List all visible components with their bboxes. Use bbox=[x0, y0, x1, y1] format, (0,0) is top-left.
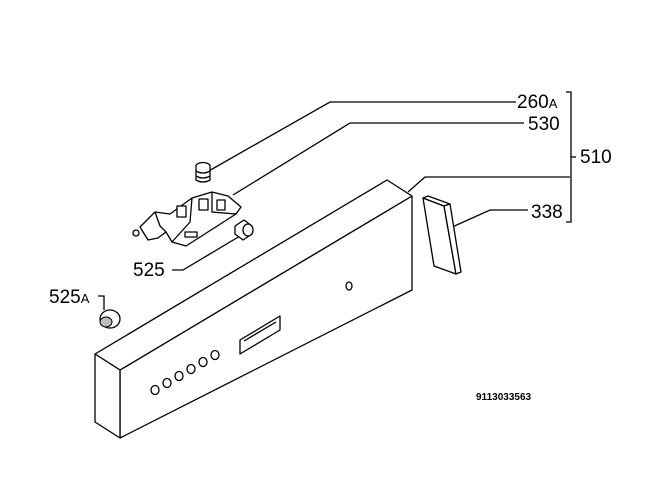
brace-510 bbox=[566, 91, 576, 223]
drawing-code: 9113033563 bbox=[476, 392, 532, 403]
part-338-end-cap bbox=[422, 195, 462, 275]
label-338: 338 bbox=[531, 202, 563, 223]
leader-lines bbox=[98, 101, 570, 310]
part-530-bracket bbox=[132, 191, 242, 247]
part-260a-spring bbox=[195, 161, 211, 183]
leader-338 bbox=[449, 209, 528, 229]
leader-260a bbox=[206, 101, 516, 173]
label-260a: 260A bbox=[517, 92, 558, 113]
leader-525a bbox=[98, 295, 105, 310]
panel-end-face bbox=[94, 353, 121, 439]
label-510: 510 bbox=[580, 147, 612, 168]
leader-525 bbox=[172, 235, 241, 271]
part-525-knob bbox=[234, 219, 254, 241]
label-525a: 525A bbox=[49, 287, 90, 308]
panel-buttons bbox=[150, 349, 220, 396]
leader-530 bbox=[232, 122, 524, 196]
control-panel bbox=[94, 179, 413, 439]
part-525a-button bbox=[99, 309, 121, 329]
leader-510 bbox=[407, 176, 570, 193]
label-530: 530 bbox=[528, 114, 560, 135]
panel-indicator bbox=[345, 281, 353, 291]
label-525: 525 bbox=[133, 260, 165, 281]
